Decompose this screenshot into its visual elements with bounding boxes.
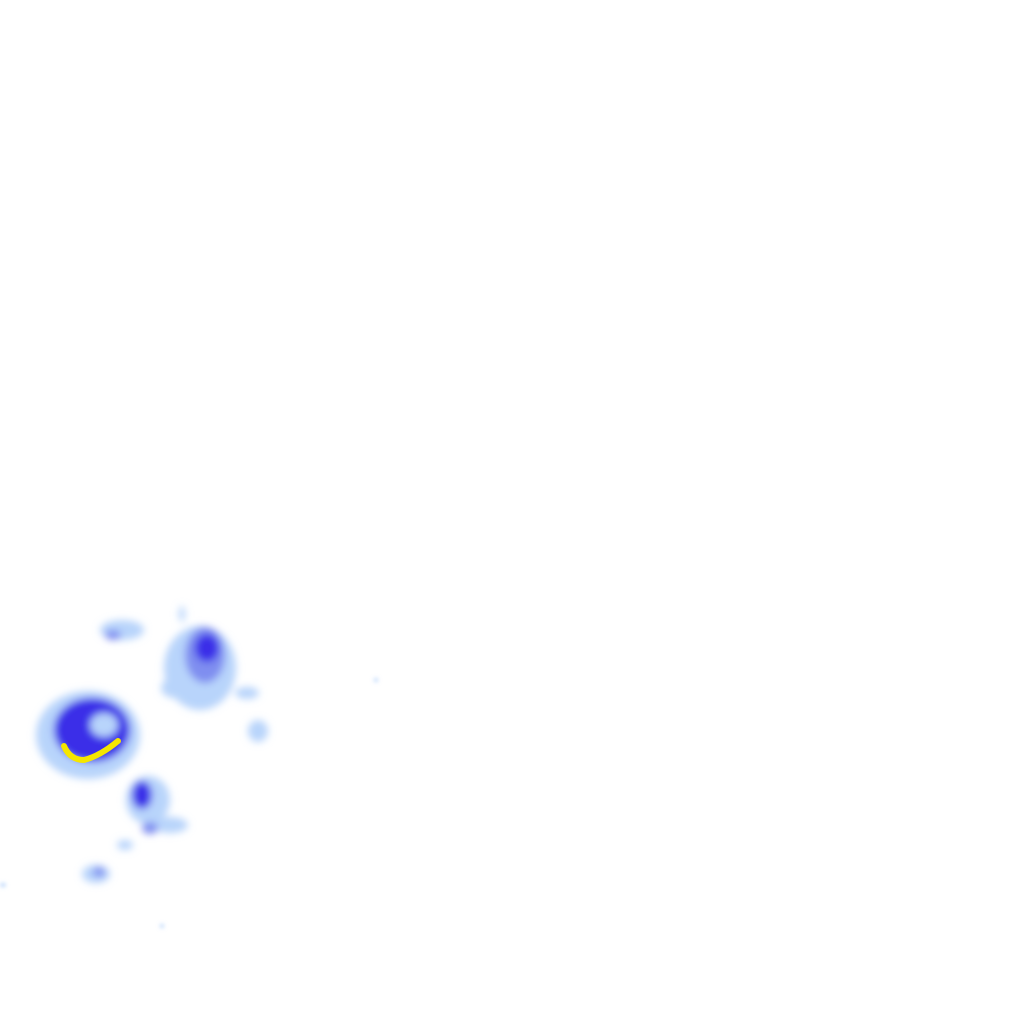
precip-blob (152, 817, 188, 833)
precip-blob (179, 606, 185, 622)
precip-speck (374, 678, 378, 682)
precip-blob (195, 634, 219, 662)
precip-blob (248, 720, 268, 742)
precip-blob (132, 781, 152, 809)
storm-cell-gap (90, 713, 118, 737)
precip-blob (142, 822, 158, 834)
precip-speck (160, 924, 164, 928)
precip-blob (161, 678, 189, 698)
precip-blob (117, 840, 133, 850)
precip-speck (0, 883, 6, 887)
intense-precip-arc (61, 738, 121, 764)
precip-blob (235, 687, 259, 699)
precip-blob (93, 867, 105, 877)
precip-blob (105, 630, 121, 640)
